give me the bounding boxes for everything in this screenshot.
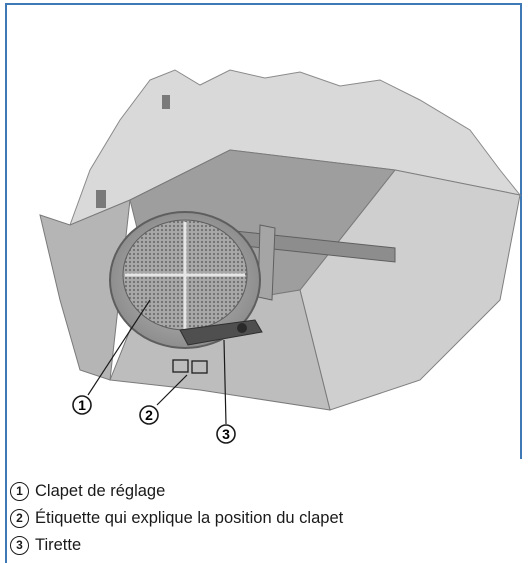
callout-1: 1 xyxy=(72,395,92,415)
callout-line-1 xyxy=(87,299,151,396)
position-label xyxy=(191,360,208,374)
wall-slot xyxy=(162,95,170,109)
svg-text:1: 1 xyxy=(78,397,86,413)
legend-text: Clapet de réglage xyxy=(35,482,166,500)
legend-number: 1 xyxy=(10,482,29,501)
legend-item: 3 Tirette xyxy=(10,532,343,559)
position-label xyxy=(172,359,189,373)
callout-line-3 xyxy=(223,339,227,425)
hood-illustration: 1 2 3 xyxy=(39,69,522,444)
callout-line-2 xyxy=(156,374,188,406)
legend-text: Tirette xyxy=(35,536,82,554)
legend-item: 1 Clapet de réglage xyxy=(10,478,343,505)
legend-item: 2 Étiquette qui explique la position du … xyxy=(10,505,343,532)
legend-number: 2 xyxy=(10,509,29,528)
callout-3: 3 xyxy=(216,424,236,444)
svg-text:3: 3 xyxy=(222,426,230,442)
svg-text:2: 2 xyxy=(145,407,153,423)
legend-number: 3 xyxy=(10,536,29,555)
legend: 1 Clapet de réglage 2 Étiquette qui expl… xyxy=(10,478,343,559)
callout-2: 2 xyxy=(139,405,159,425)
illustration-frame xyxy=(5,3,522,459)
frame-left-line xyxy=(5,459,7,563)
wall-slot xyxy=(96,190,106,208)
legend-text: Étiquette qui explique la position du cl… xyxy=(35,509,344,527)
